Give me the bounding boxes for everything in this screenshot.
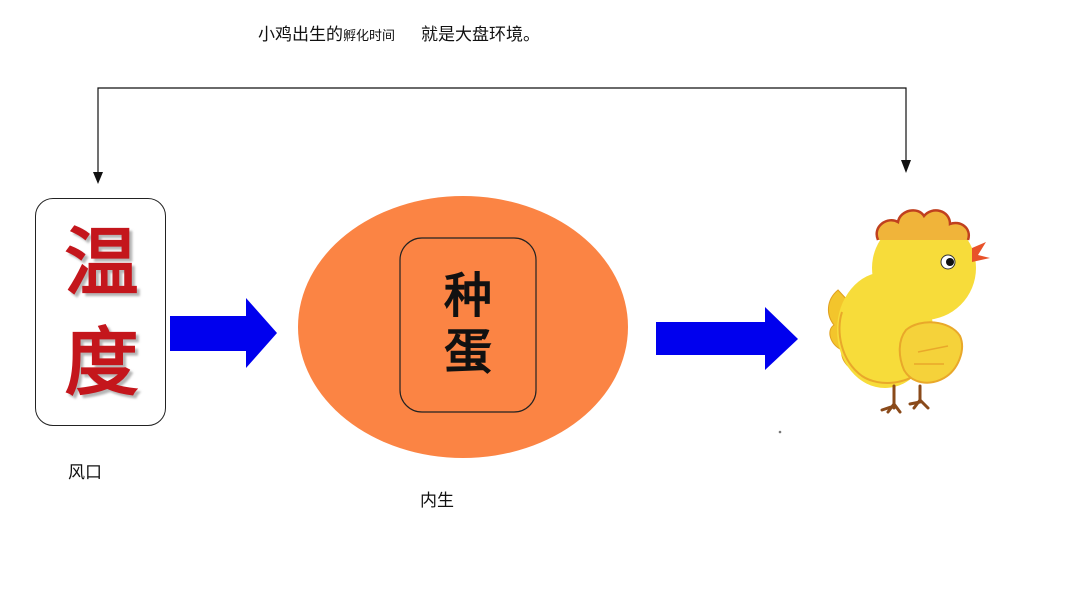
connector-arrowhead-right bbox=[901, 160, 911, 173]
egg-char-1: 种 bbox=[443, 268, 492, 324]
temperature-box: 温 度 bbox=[35, 198, 166, 426]
egg-label: 内生 bbox=[420, 491, 454, 511]
connector-arrowhead-left bbox=[93, 172, 103, 184]
temperature-char-2: 度 bbox=[64, 320, 139, 406]
egg-inner-box bbox=[399, 237, 537, 413]
stray-dot bbox=[778, 430, 782, 434]
caption-highlight: 孵化时间 bbox=[343, 29, 396, 44]
temperature-char-1: 温 bbox=[64, 220, 139, 306]
caption-suffix: 就是大盘环境。 bbox=[421, 25, 541, 45]
temperature-label: 风口 bbox=[68, 463, 102, 483]
egg-char-2: 蛋 bbox=[443, 324, 492, 380]
diagram-caption: 小鸡出生的孵化时间 就是大盘环境。 bbox=[258, 20, 540, 45]
caption-prefix: 小鸡出生的 bbox=[258, 25, 343, 45]
egg-ellipse bbox=[298, 196, 628, 458]
flow-arrow-1 bbox=[170, 298, 277, 368]
feedback-connector bbox=[93, 87, 911, 184]
chick-icon bbox=[828, 209, 990, 414]
flow-arrow-2 bbox=[656, 307, 798, 370]
